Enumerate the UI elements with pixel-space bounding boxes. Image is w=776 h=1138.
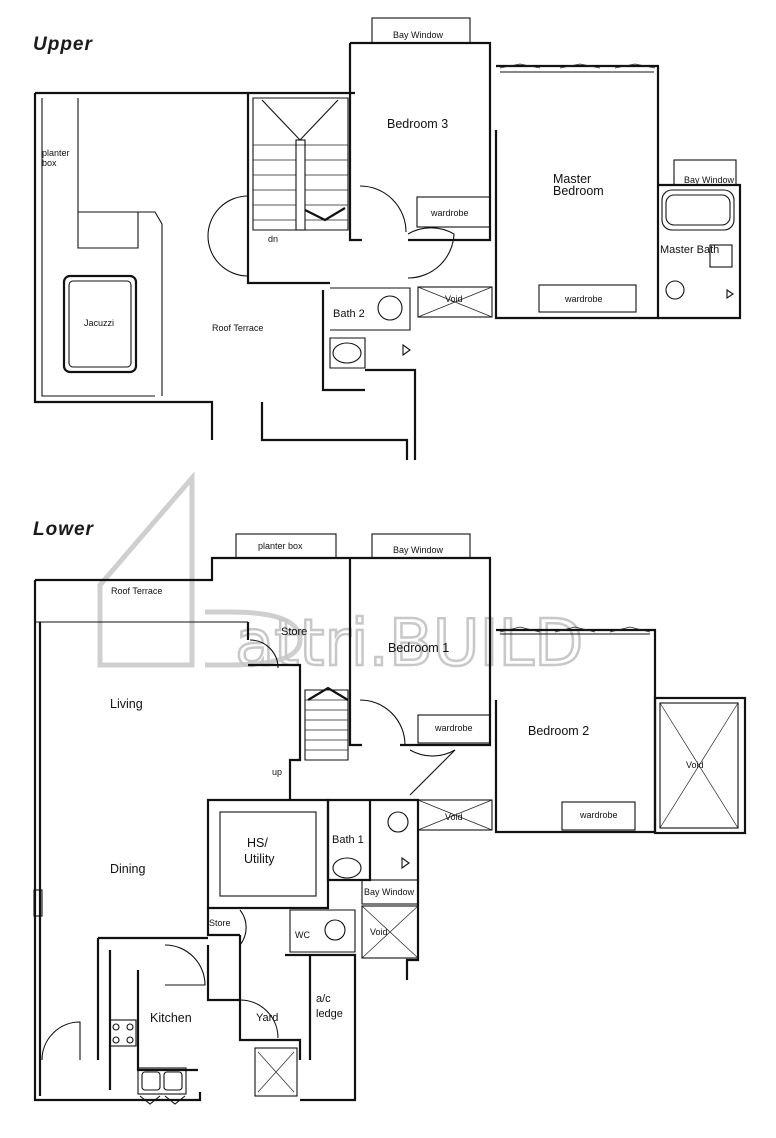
lower-store-2: Store	[209, 918, 231, 928]
upper-void: Void	[445, 294, 463, 304]
lower-yard: Yard	[256, 1012, 278, 1024]
lower-hs-line1: HS/	[247, 836, 268, 850]
lower-ac-line2: ledge	[316, 1008, 343, 1020]
lower-void-3: Void	[370, 927, 388, 937]
lower-floor-plan	[33, 533, 747, 1105]
lower-wardrobe-1: wardrobe	[434, 723, 473, 733]
watermark: attri.BUILD	[97, 471, 585, 682]
upper-bay-window-1: Bay Window	[393, 30, 444, 40]
upper-master-line2: Bedroom	[553, 184, 604, 198]
upper-floor-plan	[33, 17, 742, 460]
upper-wardrobe-2: wardrobe	[564, 294, 603, 304]
lower-dining: Dining	[110, 862, 145, 876]
lower-kitchen: Kitchen	[150, 1011, 192, 1025]
upper-bedroom3: Bedroom 3	[387, 117, 448, 131]
upper-planter-line2: box	[42, 158, 57, 168]
lower-hs-line2: Utility	[244, 852, 275, 866]
lower-wc: WC	[295, 930, 310, 940]
lower-bay-window-2: Bay Window	[364, 887, 415, 897]
lower-bedroom2: Bedroom 2	[528, 724, 589, 738]
lower-void-1: Void	[686, 760, 704, 770]
watermark-text: attri.BUILD	[235, 607, 583, 681]
upper-roof-terrace: Roof Terrace	[212, 323, 263, 333]
lower-roof-terrace: Roof Terrace	[111, 586, 162, 596]
upper-heading: Upper	[33, 34, 94, 55]
lower-up: up	[272, 767, 282, 777]
upper-jacuzzi: Jacuzzi	[84, 318, 114, 328]
upper-master-bath: Master Bath	[660, 244, 719, 256]
upper-wardrobe-1: wardrobe	[430, 208, 469, 218]
upper-dn: dn	[268, 234, 278, 244]
lower-heading: Lower	[33, 519, 95, 540]
lower-ac-line1: a/c	[316, 993, 331, 1005]
lower-void-2: Void	[445, 812, 463, 822]
lower-bedroom1: Bedroom 1	[388, 641, 449, 655]
lower-bay-window-1: Bay Window	[393, 545, 444, 555]
lower-store-1: Store	[281, 626, 307, 638]
lower-living: Living	[110, 697, 143, 711]
lower-bath1: Bath 1	[332, 834, 364, 846]
lower-planter-box: planter box	[258, 541, 303, 551]
upper-bay-window-2: Bay Window	[684, 175, 735, 185]
upper-master-line1: Master	[553, 172, 591, 186]
lower-wardrobe-2: wardrobe	[579, 810, 618, 820]
upper-planter-line1: planter	[42, 148, 70, 158]
upper-bath2: Bath 2	[333, 308, 365, 320]
